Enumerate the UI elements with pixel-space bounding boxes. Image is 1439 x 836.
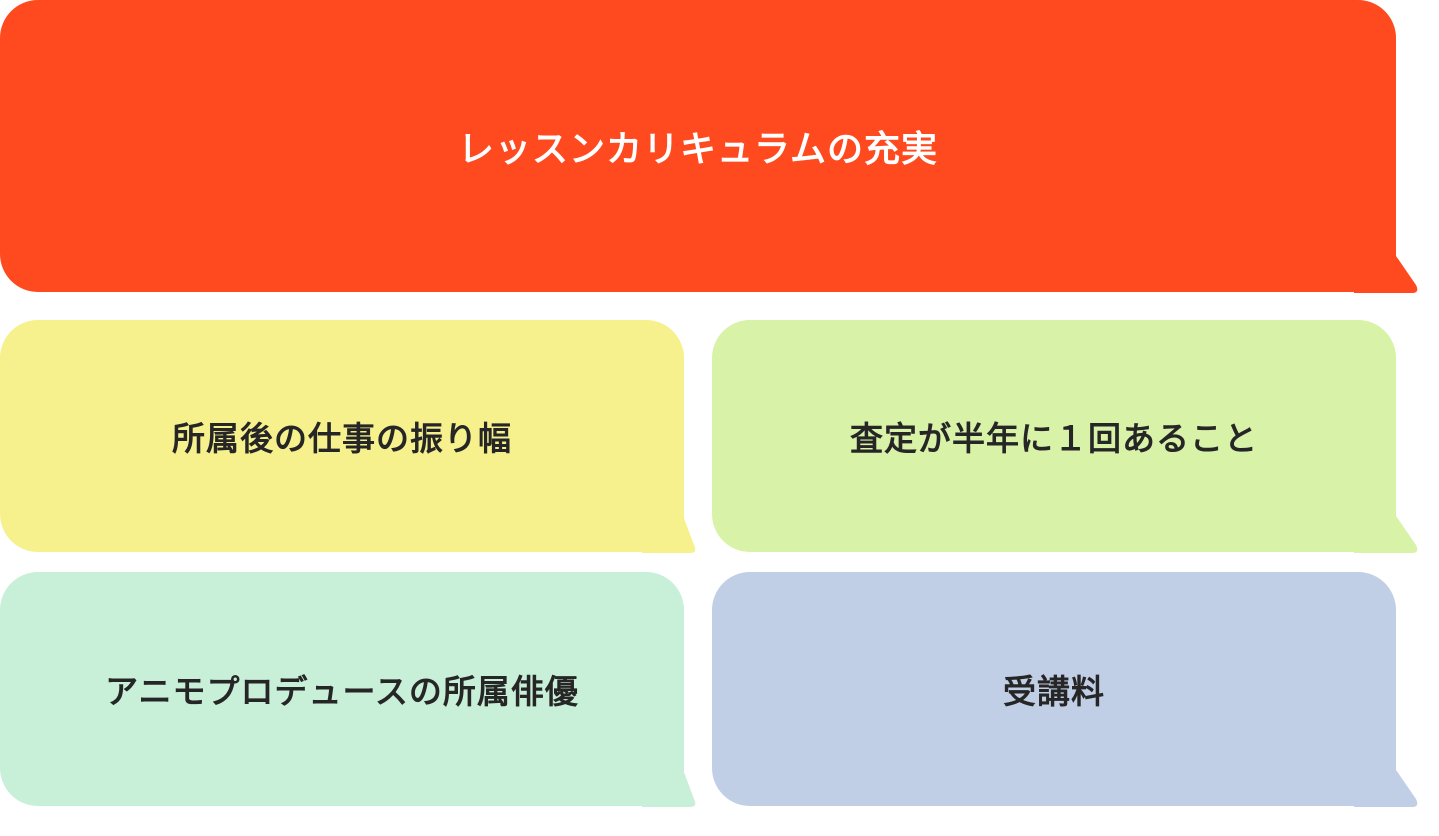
speech-tail-icon	[642, 767, 696, 807]
bubble-lesson-curriculum: レッスンカリキュラムの充実	[0, 0, 1418, 293]
bubble-assessment: 査定が半年に１回あること	[712, 320, 1418, 553]
speech-tail-icon	[1354, 513, 1418, 553]
bubble-label: レッスンカリキュラムの充実	[458, 129, 938, 170]
bubble-work-range: 所属後の仕事の振り幅	[0, 320, 696, 553]
bubble-affiliated-actors: アニモプロデュースの所属俳優	[0, 572, 696, 807]
speech-tail-icon	[1354, 767, 1418, 807]
speech-tail-icon	[1354, 253, 1418, 293]
bubble-label: 査定が半年に１回あること	[850, 419, 1258, 458]
speech-tail-icon	[642, 513, 696, 553]
bubble-label: 所属後の仕事の振り幅	[172, 419, 512, 458]
bubble-label: 受講料	[1003, 672, 1105, 711]
bubble-tuition: 受講料	[712, 572, 1418, 807]
bubble-label: アニモプロデュースの所属俳優	[105, 672, 579, 711]
